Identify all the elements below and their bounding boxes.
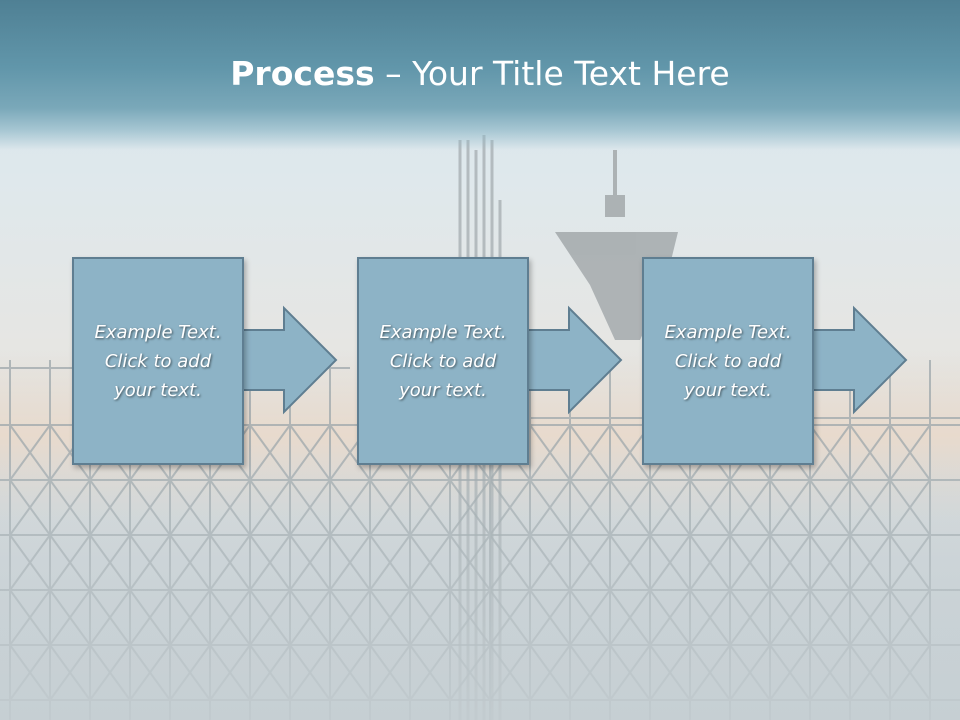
step-text-3[interactable]: Example Text. Click to add your text. [664, 321, 792, 401]
slide-title: Process – Your Title Text Here [0, 52, 960, 96]
step-box-3[interactable]: Example Text. Click to add your text. [642, 257, 814, 465]
step-text-2[interactable]: Example Text. Click to add your text. [379, 321, 507, 401]
title-rest: – Your Title Text Here [374, 54, 730, 93]
title-bar [0, 0, 960, 150]
step-arrow-1 [232, 305, 338, 415]
step-arrow-2 [517, 305, 623, 415]
title-bold: Process [230, 54, 375, 93]
step-box-2[interactable]: Example Text. Click to add your text. [357, 257, 529, 465]
step-box-1[interactable]: Example Text. Click to add your text. [72, 257, 244, 465]
step-text-1[interactable]: Example Text. Click to add your text. [94, 321, 222, 401]
fog-overlay [0, 440, 960, 720]
step-arrow-3 [802, 305, 908, 415]
